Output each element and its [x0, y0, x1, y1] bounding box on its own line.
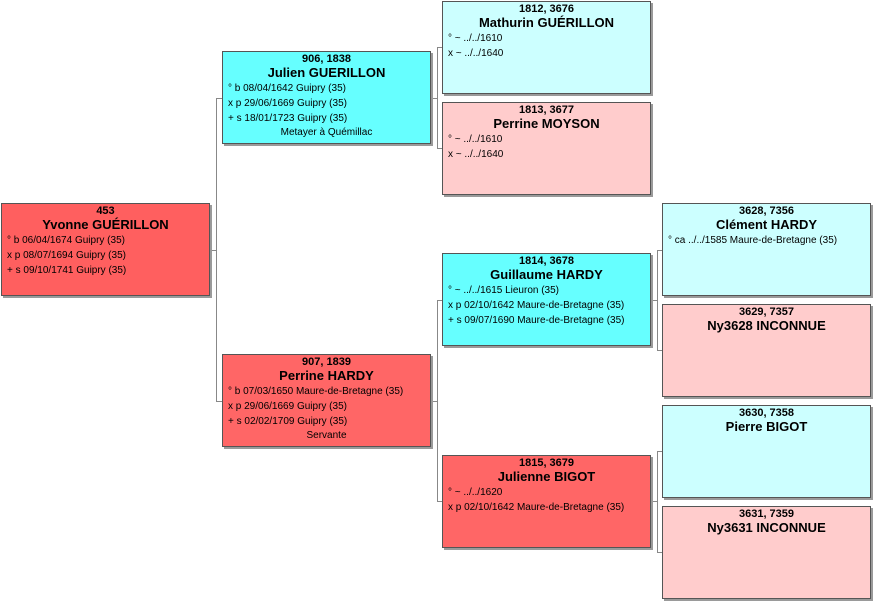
life-event: ° b 08/04/1642 Guipry (35): [228, 83, 346, 94]
person-name: Guillaume HARDY: [490, 267, 603, 282]
sosa-number: 3631, 7359: [738, 508, 795, 520]
person-name: Ny3631 INCONNUE: [707, 520, 826, 535]
person-name: Ny3628 INCONNUE: [707, 318, 826, 333]
sosa-number: 1815, 3679: [518, 457, 575, 469]
life-event: + s 02/02/1709 Guipry (35): [228, 416, 348, 427]
life-event: x p 29/06/1669 Guipry (35): [228, 401, 347, 412]
occupation: Servante: [306, 430, 347, 441]
sosa-number: 3630, 7358: [738, 407, 795, 419]
life-event: ° ~ ../../1610: [448, 33, 503, 44]
person-name: Julienne BIGOT: [497, 469, 596, 484]
life-event: ° ca ../../1585 Maure-de-Bretagne (35): [668, 235, 838, 246]
connector: [657, 350, 662, 351]
connector: [431, 98, 437, 99]
life-event: ° ~ ../../1615 Lieuron (35): [448, 285, 560, 296]
connector: [657, 451, 662, 452]
life-event: ° ~ ../../1610: [448, 134, 503, 145]
connector: [216, 401, 222, 402]
life-event: x ~ ../../1640: [448, 149, 504, 160]
person-name: Perrine HARDY: [279, 368, 374, 383]
connector: [437, 300, 442, 301]
sosa-number: 3629, 7357: [738, 306, 795, 318]
life-event: ° b 07/03/1650 Maure-de-Bretagne (35): [228, 386, 404, 397]
life-event: x p 02/10/1642 Maure-de-Bretagne (35): [448, 502, 625, 513]
life-event: + s 09/07/1690 Maure-de-Bretagne (35): [448, 315, 625, 326]
connector: [657, 552, 662, 553]
sosa-number: 1813, 3677: [518, 104, 575, 116]
connector: [437, 148, 442, 149]
connector: [437, 300, 438, 502]
sosa-number: 906, 1838: [302, 53, 351, 65]
connector: [431, 401, 437, 402]
life-event: x p 29/06/1669 Guipry (35): [228, 98, 347, 109]
connector: [651, 501, 657, 502]
person-name: Mathurin GUÉRILLON: [478, 15, 615, 30]
life-event: + s 18/01/1723 Guipry (35): [228, 113, 348, 124]
life-event: x p 08/07/1694 Guipry (35): [7, 250, 126, 261]
life-event: x ~ ../../1640: [448, 48, 504, 59]
sosa-number: 907, 1839: [302, 356, 351, 368]
connector: [437, 47, 438, 149]
connector: [216, 98, 222, 99]
life-event: ° b 06/04/1674 Guipry (35): [7, 235, 125, 246]
connector: [657, 250, 658, 351]
life-event: + s 09/10/1741 Guipry (35): [7, 265, 127, 276]
sosa-number: 1814, 3678: [518, 255, 575, 267]
person-name: Perrine MOYSON: [493, 116, 600, 131]
connector: [216, 98, 217, 401]
occupation: Metayer à Quémillac: [280, 127, 373, 138]
person-name: Yvonne GUÉRILLON: [42, 217, 169, 232]
life-event: ° ~ ../../1620: [448, 487, 503, 498]
connector: [437, 501, 442, 502]
sosa-number: 1812, 3676: [518, 3, 575, 15]
connector: [437, 47, 442, 48]
sosa-number: 3628, 7356: [738, 205, 795, 217]
sosa-number: 453: [96, 205, 115, 217]
connector: [210, 250, 216, 251]
connector: [651, 300, 657, 301]
person-name: Julien GUERILLON: [267, 65, 386, 80]
connector: [657, 451, 658, 553]
connector: [657, 250, 662, 251]
person-name: Pierre BIGOT: [725, 419, 808, 434]
person-name: Clément HARDY: [715, 217, 818, 232]
life-event: x p 02/10/1642 Maure-de-Bretagne (35): [448, 300, 625, 311]
